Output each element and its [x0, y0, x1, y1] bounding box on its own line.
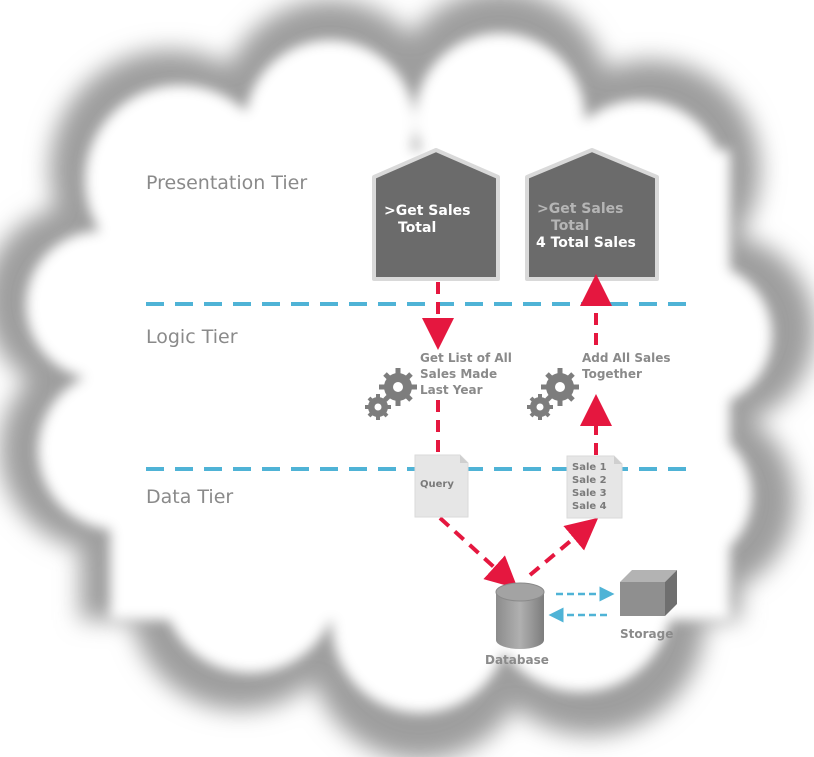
response-line1: >Get Sales — [537, 201, 623, 217]
database-icon — [495, 582, 545, 649]
logic-step-right-line1: Add All Sales — [582, 351, 670, 365]
sale-1: Sale 1 — [572, 462, 607, 473]
storage-label: Storage — [620, 627, 673, 641]
response-line2: Total — [551, 218, 589, 234]
query-label: Query — [420, 479, 454, 490]
response-house: >Get Sales Total 4 Total Sales — [525, 148, 659, 281]
tier-label-presentation: Presentation Tier — [146, 172, 307, 194]
tier-label-data: Data Tier — [146, 486, 233, 508]
request-line1: >Get Sales — [384, 203, 470, 219]
request-line2: Total — [398, 220, 436, 236]
sale-3: Sale 3 — [572, 488, 607, 499]
sale-2: Sale 2 — [572, 475, 607, 486]
gears-icon — [365, 368, 417, 420]
sales-document: Sale 1 Sale 2 Sale 3 Sale 4 — [566, 455, 623, 519]
flow-arrows — [422, 274, 612, 589]
arrow-query-to-database — [438, 516, 518, 589]
logic-step-left-line1: Get List of All — [420, 351, 512, 365]
response-line3: 4 Total Sales — [536, 235, 636, 251]
storage-icon — [620, 570, 677, 616]
logic-step-right-line2: Together — [582, 367, 642, 381]
tier-label-logic: Logic Tier — [146, 326, 238, 348]
request-house: >Get Sales Total — [372, 148, 500, 281]
gears-icon — [527, 368, 579, 420]
query-document: Query — [414, 454, 469, 518]
logic-step-left-line3: Last Year — [420, 383, 483, 397]
arrow-database-to-sales — [528, 517, 599, 577]
database-label: Database — [485, 653, 549, 667]
sale-4: Sale 4 — [572, 501, 607, 512]
logic-step-left-line2: Sales Made — [420, 367, 497, 381]
